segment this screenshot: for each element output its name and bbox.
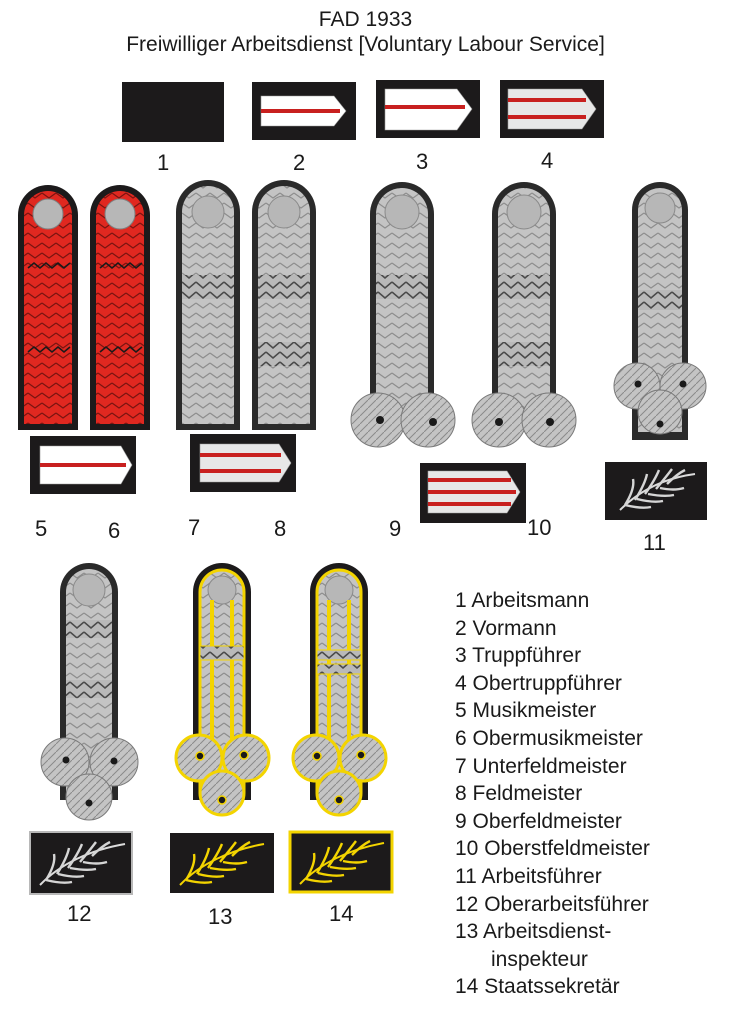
- page-subtitle: Freiwilliger Arbeitsdienst [Voluntary La…: [126, 33, 605, 56]
- label-13: 13: [208, 904, 233, 929]
- legend-item: 11 Arbeitsführer: [455, 864, 602, 888]
- label-11: 11: [643, 530, 666, 555]
- shoulder-strap-13: [174, 563, 271, 817]
- shoulder-strap-5: [18, 185, 78, 430]
- collar-patch-3: [376, 80, 480, 138]
- shoulder-strap-12: [40, 563, 139, 821]
- legend-item: 5 Musikmeister: [455, 699, 597, 723]
- collar-patch-4: [500, 80, 604, 138]
- label-5: 5: [35, 516, 48, 541]
- label-6: 6: [108, 518, 121, 543]
- shoulder-strap-6: [90, 185, 150, 430]
- collar-patch-7-8: [190, 434, 296, 492]
- page-title: FAD 1933: [318, 8, 413, 31]
- collar-patch-14: [288, 830, 394, 894]
- legend-item: 14 Staatssekretär: [455, 975, 620, 999]
- legend-item: 12 Oberarbeitsführer: [455, 892, 649, 916]
- shoulder-strap-14: [291, 563, 388, 817]
- legend-item: 10 Oberstfeldmeister: [455, 837, 650, 861]
- legend-item: 7 Unterfeldmeister: [455, 754, 627, 778]
- shoulder-strap-9: [350, 182, 456, 448]
- shoulder-strap-8: [252, 180, 316, 430]
- label-7: 7: [188, 515, 201, 540]
- label-1: 1: [157, 150, 170, 175]
- label-9: 9: [389, 516, 402, 541]
- label-14: 14: [329, 901, 354, 926]
- label-3: 3: [416, 149, 429, 174]
- collar-patch-9-10: [420, 463, 526, 523]
- legend-item-continuation: inspekteur: [491, 947, 588, 971]
- label-8: 8: [274, 516, 287, 541]
- collar-patch-12: [29, 831, 133, 895]
- legend-item: 1 Arbeitsmann: [455, 589, 590, 612]
- collar-patch-2: [252, 82, 356, 140]
- legend-item: 8 Feldmeister: [455, 782, 583, 806]
- label-12: 12: [67, 901, 92, 926]
- shoulder-strap-10: [471, 182, 577, 448]
- label-4: 4: [541, 148, 554, 173]
- collar-patch-1: [122, 82, 224, 142]
- rank-legend: 1 Arbeitsmann 2 Vormann 3 Truppführer 4 …: [455, 587, 650, 1001]
- legend-item: 2 Vormann: [455, 616, 557, 640]
- legend-item: 3 Truppführer: [455, 644, 582, 668]
- collar-patch-13: [170, 833, 274, 893]
- label-2: 2: [293, 150, 306, 175]
- legend-item: 6 Obermusikmeister: [455, 726, 643, 750]
- shoulder-strap-7: [176, 180, 240, 430]
- collar-patch-11: [605, 462, 707, 520]
- collar-patch-5-6: [30, 436, 136, 494]
- label-10: 10: [527, 515, 552, 540]
- shoulder-strap-11: [613, 182, 707, 440]
- legend-item: 13 Arbeitsdienst-: [455, 920, 612, 944]
- legend-item: 4 Obertruppführer: [455, 671, 622, 695]
- legend-item: 9 Oberfeldmeister: [455, 809, 622, 833]
